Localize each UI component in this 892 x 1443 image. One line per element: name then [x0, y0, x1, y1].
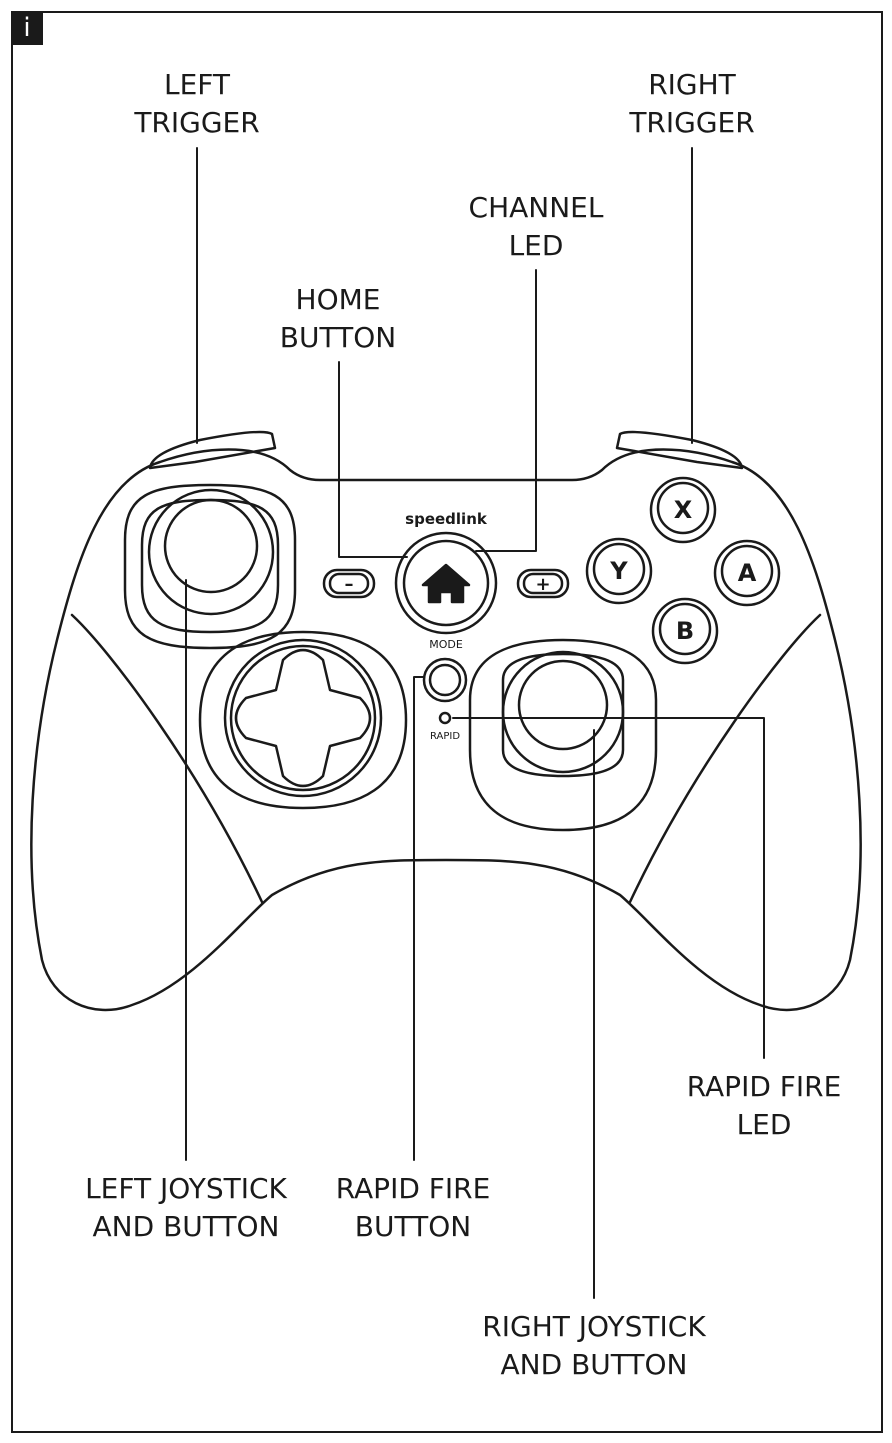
- b-button-label: B: [676, 617, 694, 645]
- rapid-fire-led-shape: [438, 711, 452, 725]
- plus-symbol: +: [535, 574, 550, 595]
- controller-body: [30, 448, 862, 1012]
- minus-button: [322, 568, 376, 599]
- home-button: [394, 531, 498, 635]
- x-button-label: X: [674, 496, 693, 524]
- rapid-fire-button-shape: [422, 657, 468, 703]
- rapid-fire-led-label: RAPID FIRE LED: [686, 1070, 842, 1141]
- a-button-label: A: [738, 559, 757, 587]
- left-trigger: [148, 430, 277, 470]
- rapid-label: RAPID: [430, 731, 460, 742]
- d-pad: [198, 630, 408, 810]
- right-trigger-label: RIGHT TRIGGER: [629, 68, 755, 139]
- face-buttons: [585, 476, 781, 665]
- home-button-label: HOME BUTTON: [279, 283, 397, 354]
- minus-symbol: –: [345, 574, 354, 595]
- left-trigger-label: LEFT TRIGGER: [134, 68, 260, 139]
- right-trigger: [615, 430, 744, 470]
- right-joystick-label: RIGHT JOYSTICK AND BUTTON: [482, 1310, 706, 1381]
- channel-led-label: CHANNEL LED: [468, 191, 604, 262]
- left-grip-seam: [70, 613, 264, 904]
- leader-lines: [185, 147, 765, 1299]
- plus-button: [516, 568, 570, 599]
- left-joystick-label: LEFT JOYSTICK AND BUTTON: [85, 1172, 287, 1243]
- y-button-label: Y: [609, 557, 628, 585]
- info-badge: i: [11, 11, 43, 45]
- mode-label: MODE: [429, 638, 463, 651]
- rapid-fire-button-label: RAPID FIRE BUTTON: [335, 1172, 491, 1243]
- left-joystick: [123, 483, 297, 650]
- right-grip-seam: [628, 613, 822, 904]
- right-joystick: [468, 638, 658, 832]
- figure-frame: [11, 11, 883, 1433]
- brand-logo: speedlink: [405, 510, 488, 528]
